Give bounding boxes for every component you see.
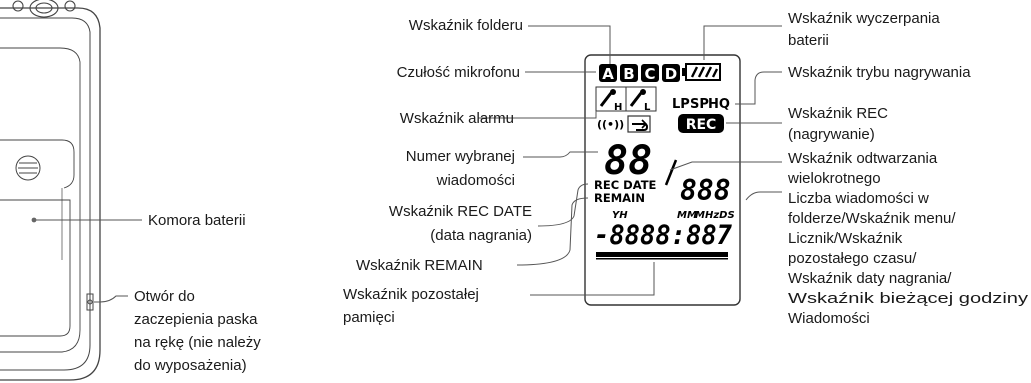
battery-icon [682,63,721,81]
strap-hole [86,293,94,311]
label-msg-num-1: Numer wybranej [406,148,515,165]
mic-high-label: H [614,102,622,113]
label-count-7: Wiadomości [788,310,870,327]
repeat-icon [627,115,651,133]
label-alarm: Wskaźnik alarmu [400,110,514,127]
rec-mode-lp: LP [672,97,690,112]
left-leader-lines [478,25,655,296]
mic-low-label: L [644,102,651,113]
rec-mode-hq: HQ [708,97,730,112]
label-count-1: Liczba wiadomości w [788,190,929,207]
label-count-2: folderze/Wskaźnik menu/ [788,210,956,227]
folder-letter-a: A [602,65,614,83]
label-multi-2: wielokrotnego [787,170,881,187]
label-battery-1: Wskaźnik wyczerpania [788,10,940,27]
label-rec-1: Wskaźnik REC [788,105,888,122]
battery-compartment-dot [31,217,37,223]
mm-label: MM [677,210,697,221]
rec-date-label: REC DATE [594,178,657,192]
label-recdate-1: Wskaźnik REC DATE [389,203,532,220]
right-leader-lines [669,25,782,201]
folder-letter-c: C [644,65,655,83]
recorder-body [0,7,101,381]
message-number-digits: 88 [604,138,652,184]
memory-bar [596,252,728,260]
battery-latch [15,155,41,181]
label-count-5: Wskaźnik daty nagrania/ [788,270,952,287]
label-memory-2: pamięci [343,309,395,326]
label-msg-num-2: wiadomości [436,172,515,189]
label-battery-compartment: Komora baterii [148,212,246,229]
device-leader-lines [36,219,142,303]
label-memory-1: Wskaźnik pozostałej [343,286,479,303]
small-digits: 888 [680,174,731,207]
rec-badge: REC [686,117,717,133]
label-battery-2: baterii [788,32,829,49]
speaker-grille [12,0,76,18]
rec-mode-sp: SP [690,97,709,112]
alarm-icon: ((•)) [597,118,624,131]
mic-sensitivity-icons: H L [595,86,657,113]
label-recdate-2: (data nagrania) [430,227,532,244]
big-counter-digits: -8888:887 [594,220,733,251]
yh-label: YH [612,210,628,221]
label-mic: Czułość mikrofonu [397,64,520,81]
label-strap-4: do wyposażenia) [134,357,247,374]
label-strap-2: zaczepienia paska [134,311,258,328]
mhz-label: MHzDS [695,210,735,221]
label-count-6: Wskaźnik bieżącej godziny [788,290,1029,307]
folder-letter-d: D [665,65,677,83]
folder-letter-b: B [623,65,634,83]
label-rec-2: (nagrywanie) [788,126,875,143]
label-count-4: pozostałego czasu/ [788,250,917,267]
label-strap-3: na rękę (nie należy [134,334,261,351]
label-count-3: Licznik/Wskaźnik [788,230,903,247]
label-folder: Wskaźnik folderu [409,17,523,34]
label-multi-1: Wskaźnik odtwarzania [788,150,938,167]
label-remain: Wskaźnik REMAIN [356,257,483,274]
rec-badge-bg [678,114,724,133]
remain-label: REMAIN [594,191,645,205]
label-strap-1: Otwór do [134,288,195,305]
multi-play-slash [664,159,678,186]
label-recmode: Wskaźnik trybu nagrywania [788,64,971,81]
folder-letters: A B C D [599,64,680,83]
